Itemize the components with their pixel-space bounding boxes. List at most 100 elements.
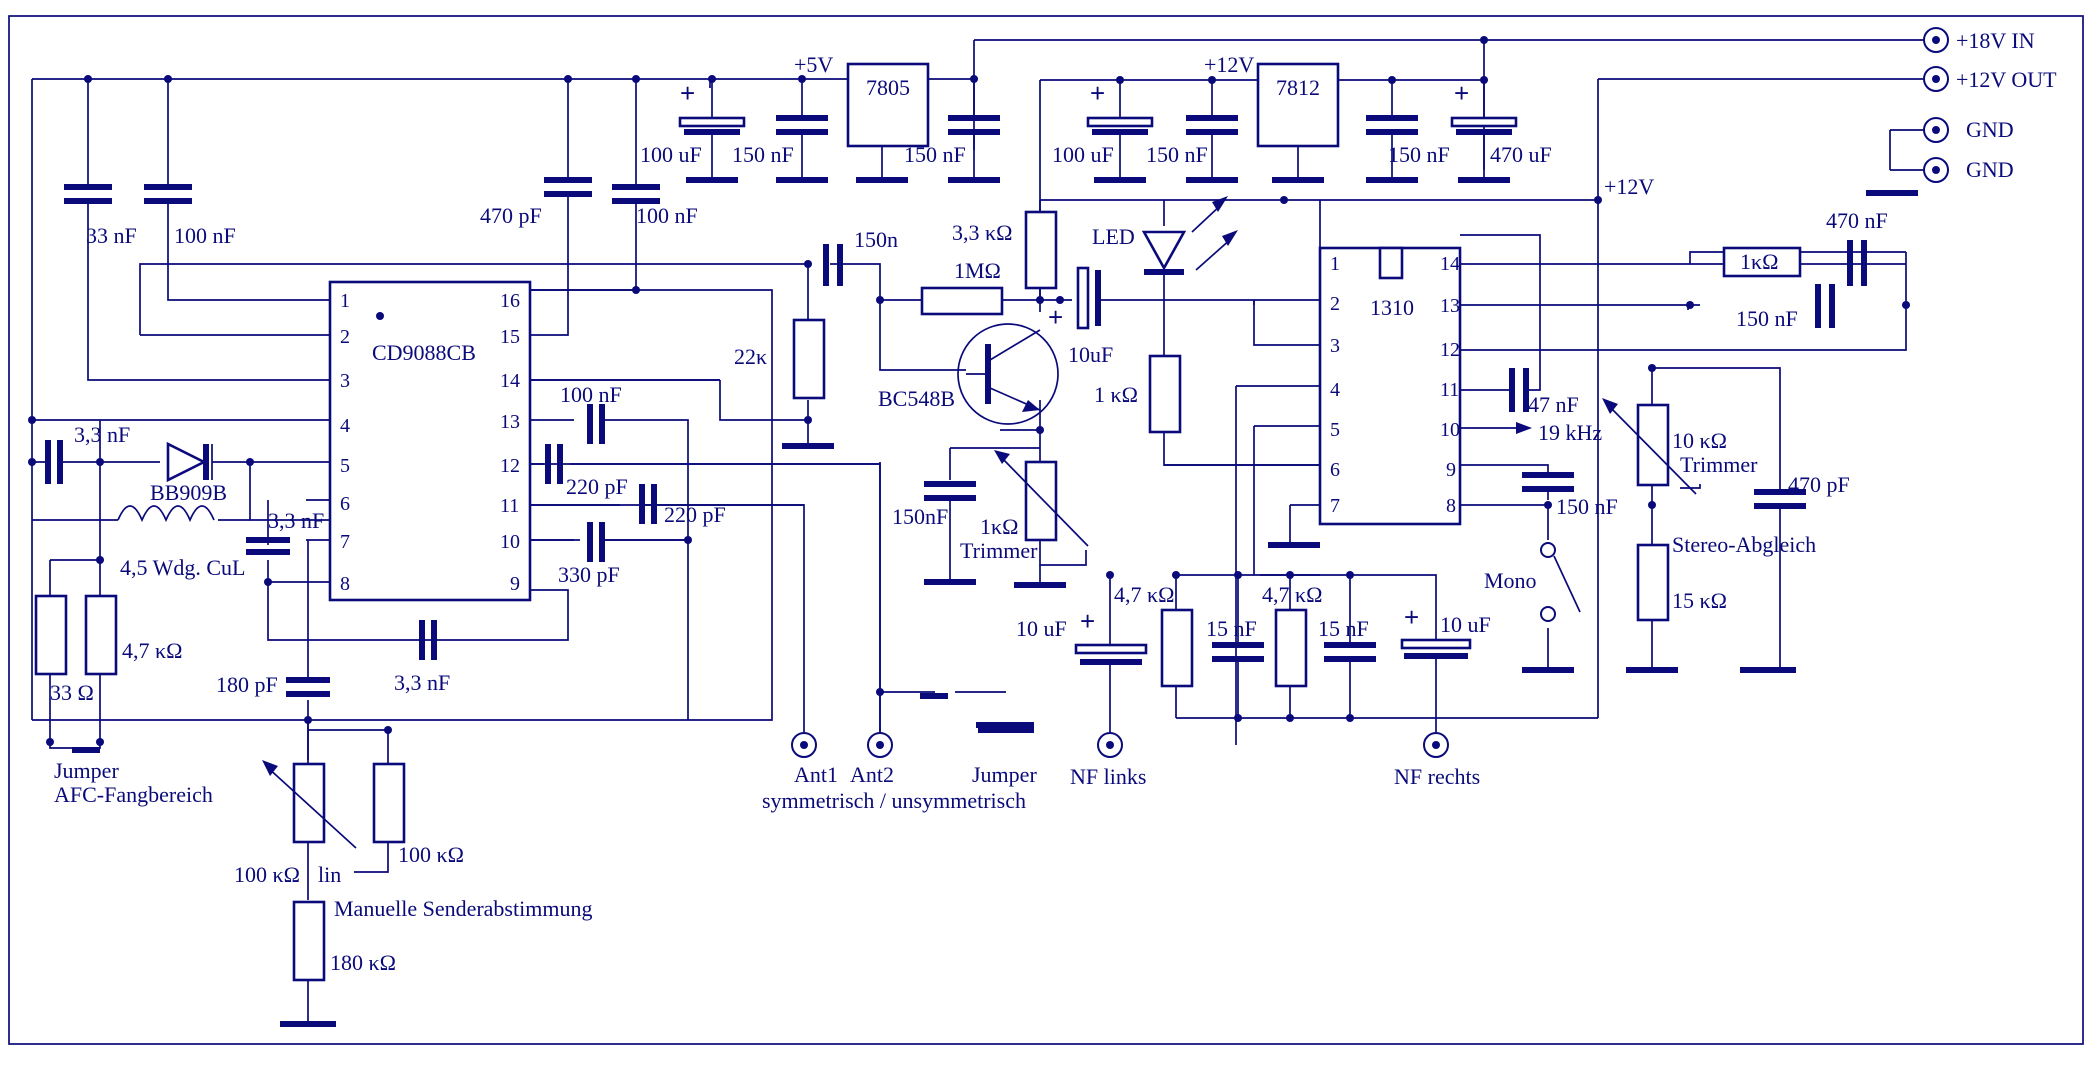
terminal-ant1[interactable] (791, 732, 817, 758)
svg-text:Ant1: Ant1 (794, 762, 838, 787)
ic-cd9088cb (328, 280, 532, 602)
resistor-1k-led (1148, 354, 1182, 434)
svg-text:4,7 κΩ: 4,7 κΩ (1262, 582, 1322, 607)
rail-capacitors: + + + (678, 78, 1518, 135)
resistor-4k7-right (1274, 608, 1308, 688)
svg-text:1: 1 (340, 290, 350, 312)
svg-text:1 κΩ: 1 κΩ (1094, 382, 1138, 407)
junctions (28, 36, 1910, 746)
svg-text:2: 2 (340, 326, 350, 348)
svg-text:47 nF: 47 nF (1528, 392, 1579, 417)
svg-text:4,5 Wdg. CuL: 4,5 Wdg. CuL (120, 555, 245, 580)
svg-text:2: 2 (1330, 293, 1340, 315)
label-18v-in: +18V IN (1956, 28, 2035, 53)
resistor-15k (1636, 543, 1670, 622)
svg-text:+: + (1404, 602, 1419, 632)
svg-text:100 κΩ: 100 κΩ (234, 862, 300, 887)
resistor-1m (920, 286, 1004, 316)
svg-text:10uF: 10uF (1068, 342, 1113, 367)
svg-text:11: 11 (500, 495, 519, 517)
svg-text:6: 6 (340, 493, 350, 515)
trimmer-10k[interactable] (1636, 403, 1670, 487)
svg-text:33 nF: 33 nF (86, 223, 137, 248)
ground-symbols (280, 177, 1918, 1027)
svg-text:+: + (1090, 78, 1105, 108)
regulator-7812 (1256, 62, 1340, 148)
svg-text:150 nF: 150 nF (1556, 494, 1618, 519)
svg-text:Jumper: Jumper (54, 758, 119, 783)
svg-text:15 nF: 15 nF (1318, 616, 1369, 641)
terminal-ant2[interactable] (867, 732, 893, 758)
terminal-gnd-2[interactable] (1923, 157, 1949, 183)
svg-text:220 pF: 220 pF (566, 474, 628, 499)
svg-text:150 nF: 150 nF (904, 142, 966, 167)
label-12v-b: +12V (1604, 174, 1654, 199)
svg-text:13: 13 (1440, 295, 1460, 317)
svg-text:BB909B: BB909B (150, 480, 227, 505)
resistor-180k (292, 900, 326, 982)
resistor-33 (34, 594, 68, 676)
svg-text:8: 8 (340, 573, 350, 595)
svg-text:150nF: 150nF (892, 504, 948, 529)
svg-text:15 κΩ: 15 κΩ (1672, 588, 1727, 613)
svg-text:19 kHz: 19 kHz (1538, 420, 1602, 445)
label-gnd-1: GND (1966, 117, 2014, 142)
svg-text:9: 9 (510, 573, 520, 595)
svg-text:+: + (1048, 302, 1063, 332)
svg-text:33 Ω: 33 Ω (50, 680, 94, 705)
svg-text:NF rechts: NF rechts (1394, 764, 1480, 789)
svg-text:330 pF: 330 pF (558, 562, 620, 587)
svg-text:lin: lin (318, 862, 341, 887)
ic-cd9088cb-label: CD9088CB (372, 340, 476, 365)
svg-text:3,3 nF: 3,3 nF (394, 670, 450, 695)
svg-text:3,3 nF: 3,3 nF (74, 422, 130, 447)
svg-text:1MΩ: 1MΩ (954, 258, 1001, 283)
cd9088-capacitors (45, 404, 657, 697)
resistor-4k7-afc (84, 594, 118, 676)
terminal-12v-out[interactable] (1923, 66, 1949, 92)
svg-text:100 uF: 100 uF (1052, 142, 1114, 167)
terminal-nf-rechts[interactable] (1423, 732, 1449, 758)
terminal-nf-links[interactable] (1097, 732, 1123, 758)
svg-text:220 pF: 220 pF (664, 502, 726, 527)
svg-text:5: 5 (1330, 419, 1340, 441)
svg-text:470 pF: 470 pF (480, 203, 542, 228)
svg-text:12: 12 (500, 455, 520, 477)
wiring (31, 39, 1924, 1024)
svg-text:symmetrisch / unsymmetrisch: symmetrisch / unsymmetrisch (762, 788, 1026, 813)
svg-text:Trimmer: Trimmer (1680, 452, 1758, 477)
svg-text:1κΩ: 1κΩ (1740, 249, 1778, 274)
svg-text:16: 16 (500, 290, 520, 312)
ic-1310 (1318, 246, 1462, 526)
svg-text:4: 4 (1330, 379, 1340, 401)
svg-text:7: 7 (340, 531, 350, 553)
terminal-gnd-1[interactable] (1923, 117, 1949, 143)
svg-text:15: 15 (500, 326, 520, 348)
svg-text:10 uF: 10 uF (1016, 616, 1067, 641)
svg-text:1: 1 (1330, 253, 1340, 275)
svg-text:LED: LED (1092, 224, 1135, 249)
svg-text:3: 3 (1330, 335, 1340, 357)
svg-text:470 nF: 470 nF (1826, 208, 1888, 233)
svg-text:150n: 150n (854, 227, 898, 252)
regulator-7805-label: 7805 (866, 75, 910, 100)
pot-100k-lin[interactable] (292, 762, 326, 844)
trimmer-1k[interactable] (1024, 460, 1058, 542)
svg-text:Manuelle Senderabstimmung: Manuelle Senderabstimmung (334, 896, 592, 921)
svg-text:100 nF: 100 nF (560, 382, 622, 407)
labels: +18V IN +12V OUT GND GND +5V +12V +12V 1… (50, 28, 2057, 975)
svg-text:100 uF: 100 uF (640, 142, 702, 167)
svg-text:+: + (680, 78, 695, 108)
terminal-18v-in[interactable] (1923, 27, 1949, 53)
svg-text:150 nF: 150 nF (1736, 306, 1798, 331)
svg-text:22κ: 22κ (734, 344, 767, 369)
svg-text:100 κΩ: 100 κΩ (398, 842, 464, 867)
resistor-3k3 (1024, 210, 1058, 290)
svg-text:Mono: Mono (1484, 568, 1537, 593)
svg-text:NF links: NF links (1070, 764, 1146, 789)
mono-switch[interactable] (1540, 542, 1581, 622)
ic-1310-label: 1310 (1370, 295, 1414, 320)
svg-text:10 κΩ: 10 κΩ (1672, 428, 1727, 453)
svg-text:150 nF: 150 nF (732, 142, 794, 167)
